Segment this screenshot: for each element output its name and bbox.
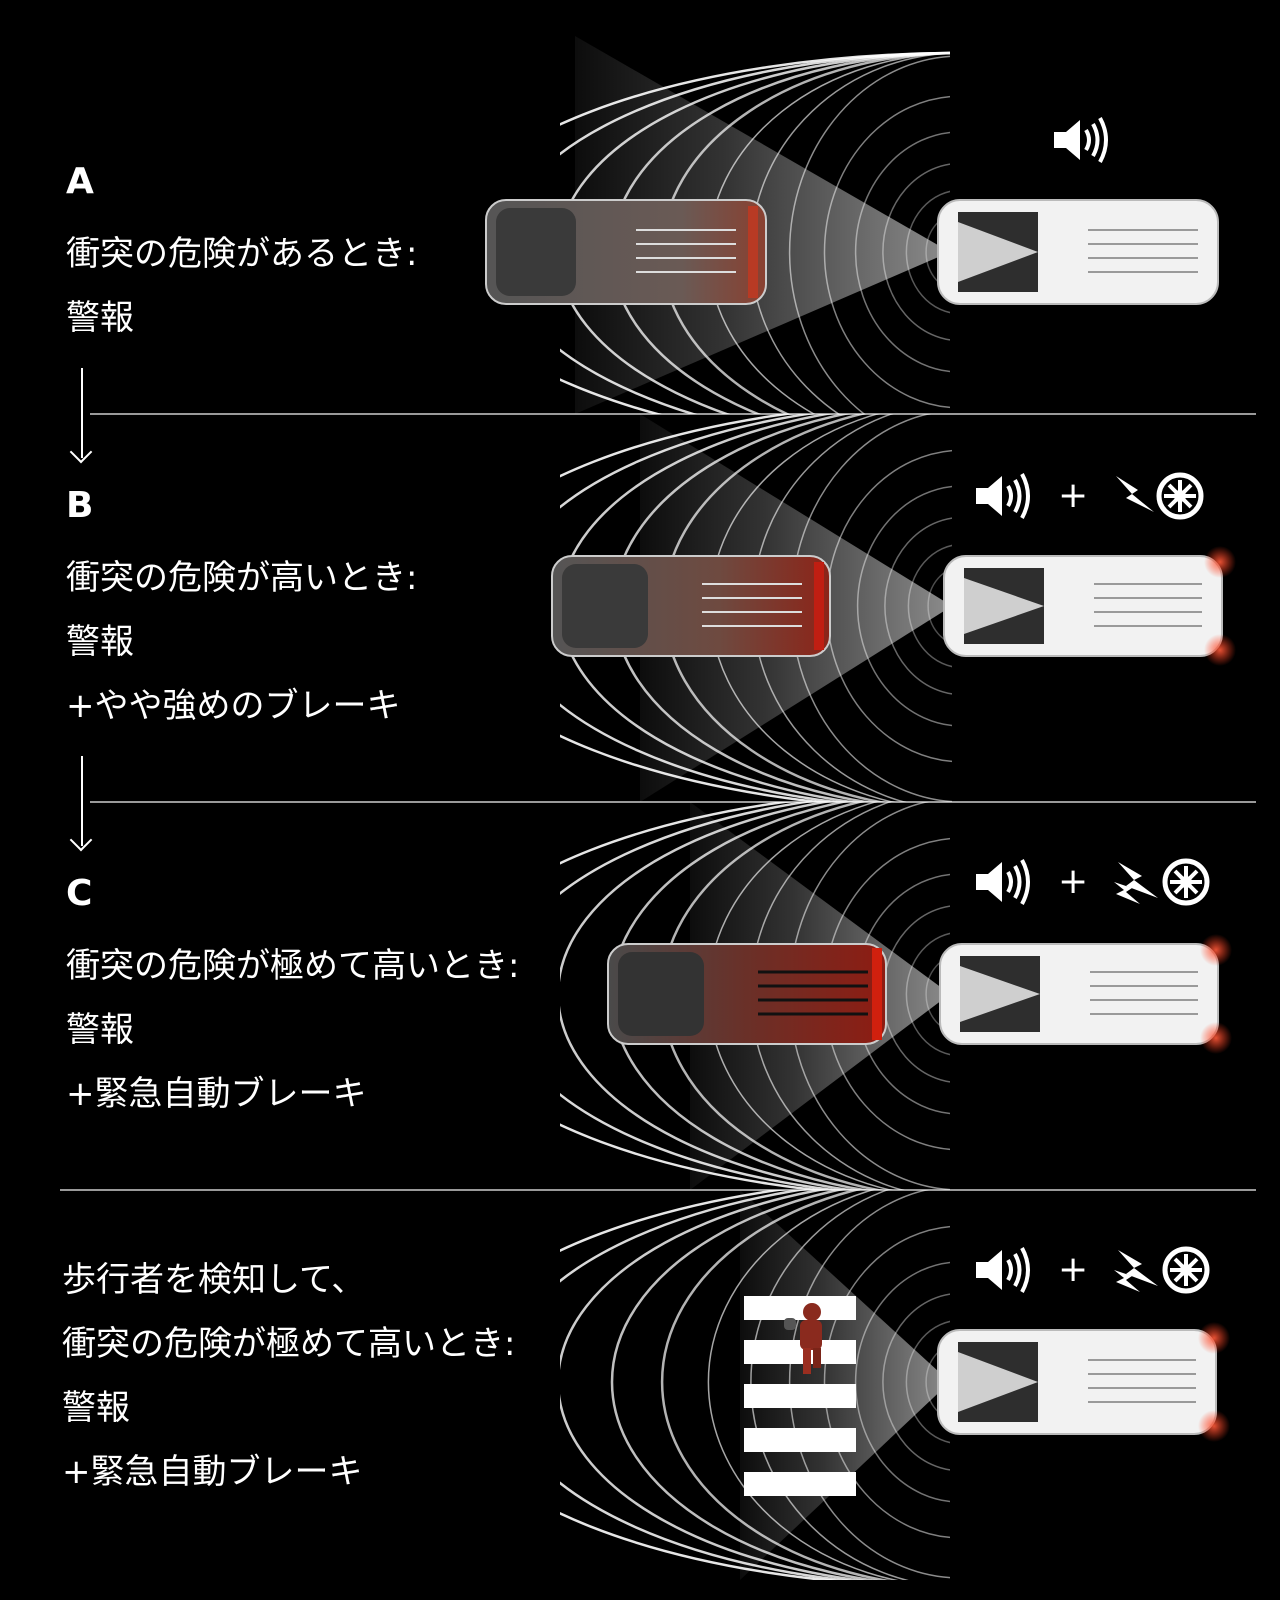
emergency-brake-icon — [1114, 858, 1210, 906]
separators — [60, 413, 1256, 1191]
emergency-brake-icon — [1114, 1246, 1210, 1294]
panel-d-brake: +緊急自動ブレーキ — [62, 1452, 363, 1492]
lead-car-c — [607, 943, 887, 1045]
panel-a-condition: 衝突の危険があるとき: — [66, 234, 418, 274]
panel-a-icons — [1050, 116, 1110, 164]
panel-d-detection: 歩行者を検知して、 — [62, 1260, 366, 1300]
panel-d-condition: 衝突の危険が極めて高いとき: — [62, 1324, 516, 1364]
lead-car-b — [551, 555, 831, 657]
panel-c-action: 警報 — [66, 1010, 134, 1050]
ego-car-d — [937, 1322, 1230, 1442]
panel-b-icons: + — [972, 472, 1206, 520]
panel-b-letter: B — [66, 485, 94, 526]
plus-sign: + — [1058, 861, 1089, 902]
panel-d-text: 歩行者を検知して、 衝突の危険が極めて高いとき: 警報 +緊急自動ブレーキ — [62, 1248, 515, 1504]
speaker-icon — [976, 1247, 1030, 1293]
panel-b-action: 警報 — [66, 622, 134, 662]
sensor-wave — [660, 1190, 891, 1580]
panel-b-brake: +やや強めのブレーキ — [66, 686, 401, 726]
panel-c-icons: + — [972, 858, 1212, 906]
panel-c-text: C 衝突の危険が極めて高いとき: 警報 +緊急自動ブレーキ — [66, 876, 519, 1126]
speaker-icon — [976, 859, 1030, 905]
speaker-icon — [1054, 117, 1108, 163]
panel-c-letter: C — [66, 873, 93, 914]
panel-b-text: B 衝突の危険が高いとき: 警報 +やや強めのブレーキ — [66, 488, 417, 738]
ego-car-c — [939, 934, 1232, 1054]
panel-c-brake: +緊急自動ブレーキ — [66, 1074, 367, 1114]
panel-a-text: A 衝突の危険があるとき: 警報 — [66, 164, 417, 350]
arrow-down-icon — [69, 368, 94, 464]
panel-b-condition: 衝突の危険が高いとき: — [66, 558, 418, 598]
panel-a-letter: A — [66, 161, 94, 202]
lead-car-a — [485, 199, 767, 305]
sensor-wave — [610, 1190, 879, 1580]
pedestrian — [784, 1303, 822, 1374]
panel-d-icons: + — [972, 1246, 1212, 1294]
panel-a-action: 警報 — [66, 298, 134, 338]
plus-sign: + — [1058, 475, 1089, 516]
ego-car-b — [943, 546, 1236, 666]
sensor-wave — [707, 1190, 899, 1580]
brake-icon — [1116, 472, 1204, 520]
panel-c-condition: 衝突の危険が極めて高いとき: — [66, 946, 520, 986]
plus-sign: + — [1058, 1249, 1089, 1290]
ego-car-a — [937, 199, 1219, 305]
arrow-down-icon — [69, 756, 94, 852]
speaker-icon — [976, 473, 1030, 519]
panel-d-action: 警報 — [62, 1388, 130, 1428]
